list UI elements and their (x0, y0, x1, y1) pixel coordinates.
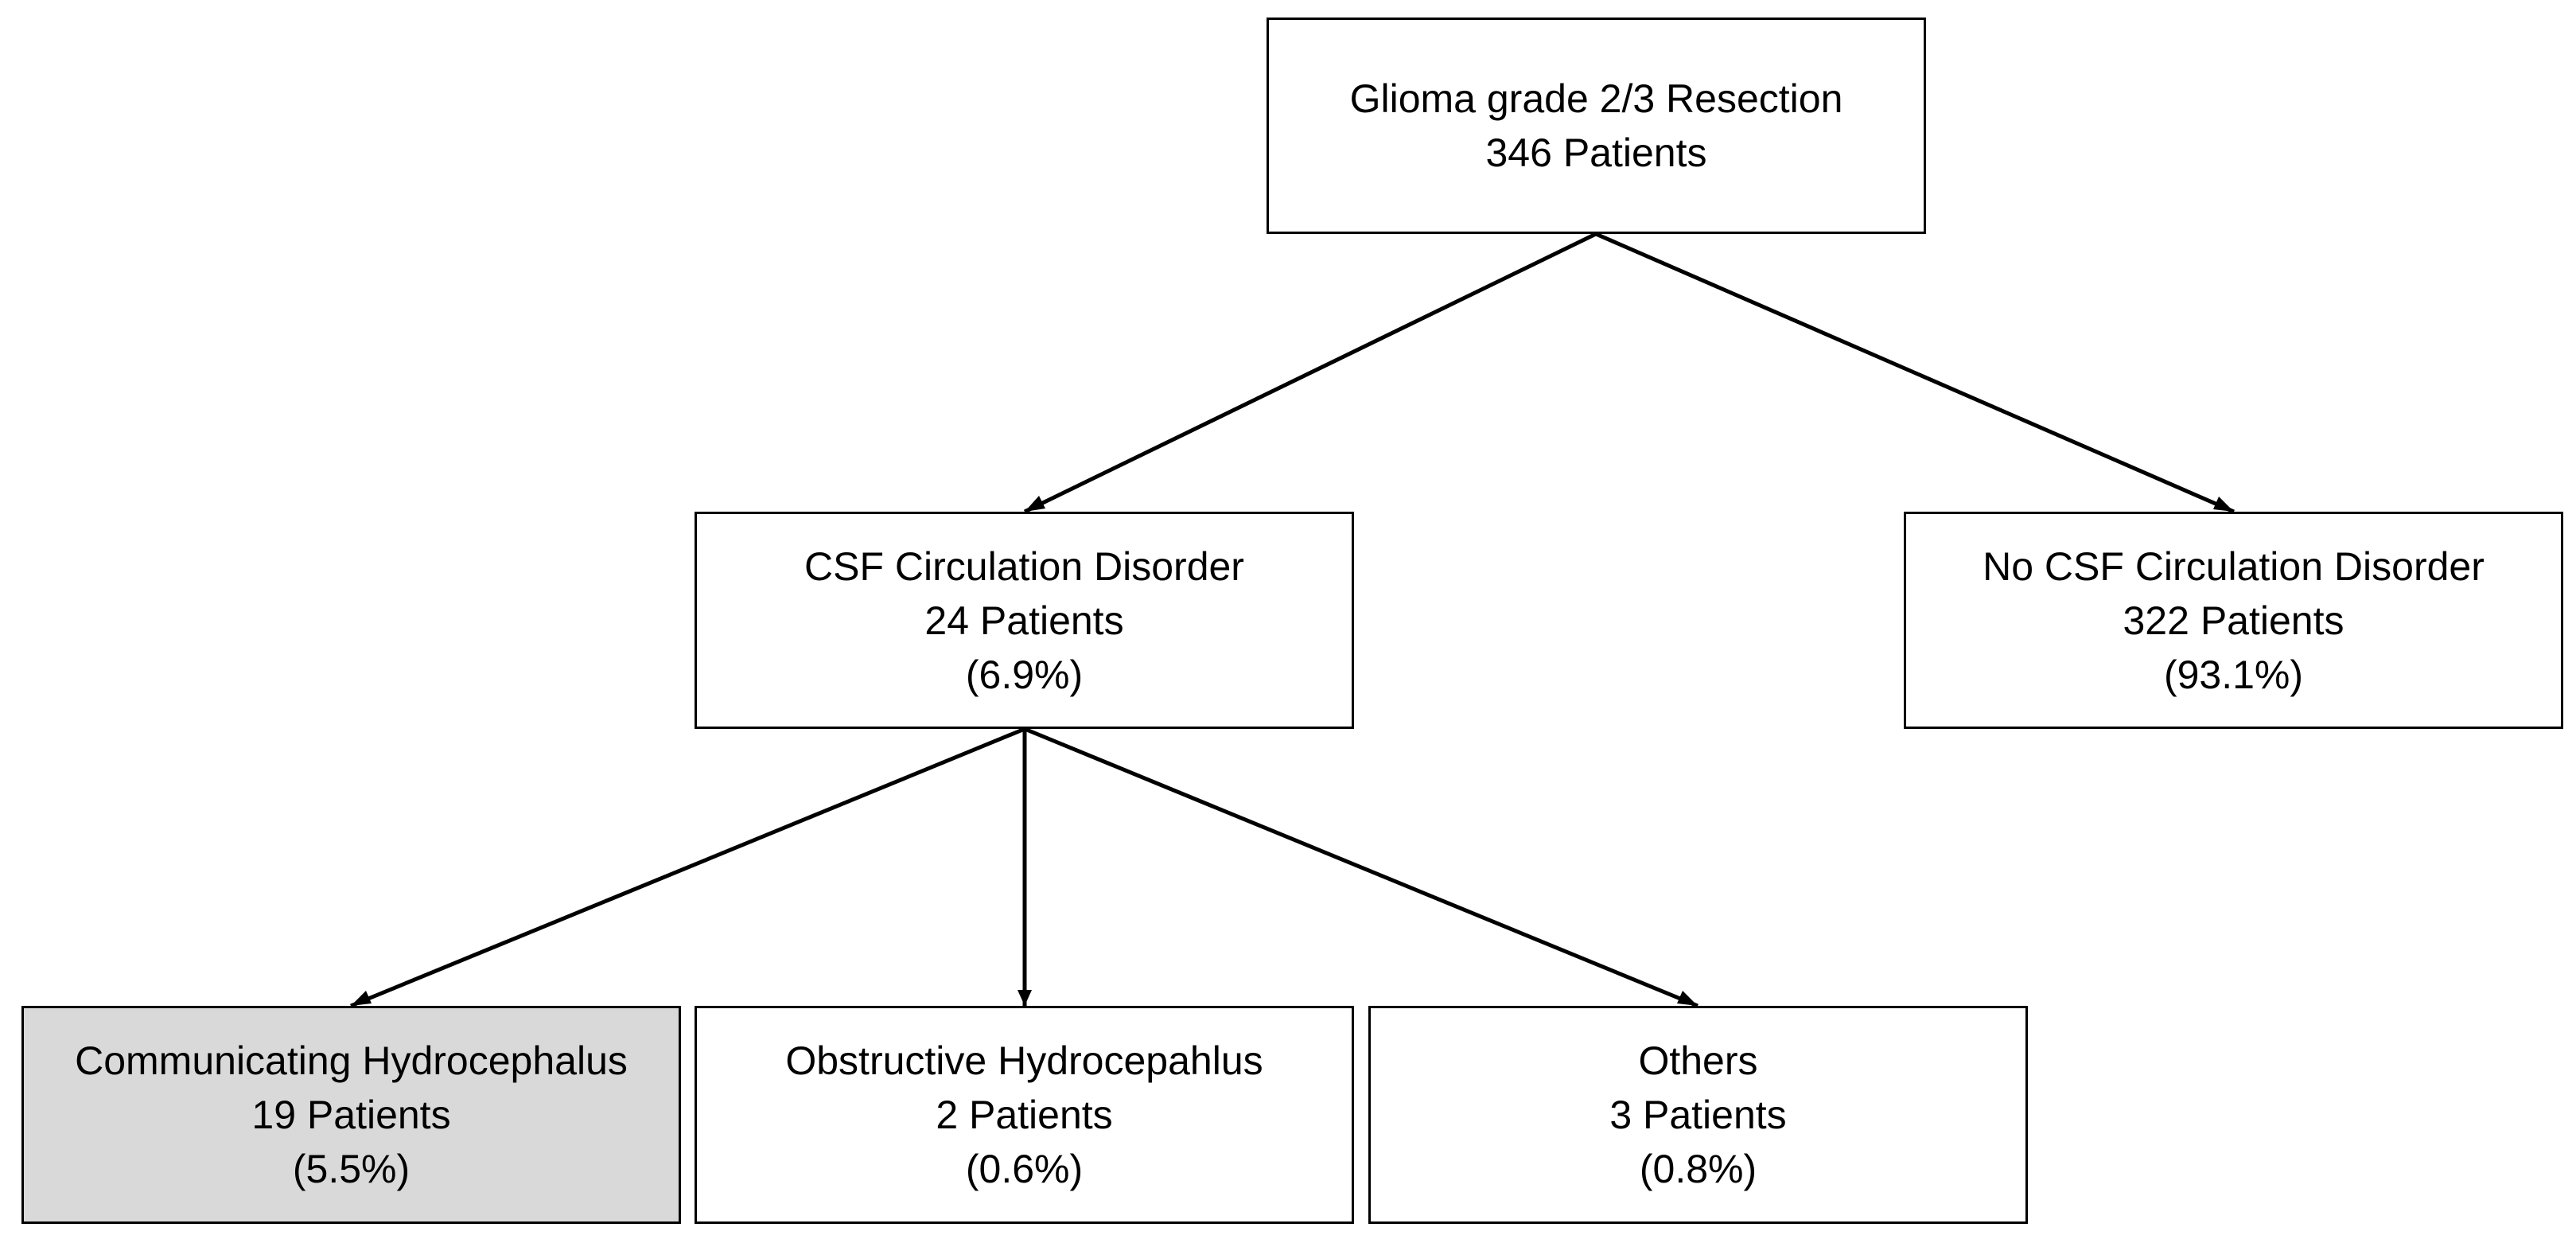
node-count: 24 Patients (924, 598, 1124, 643)
node-no-csf-circulation-disorder: No CSF Circulation Disorder 322 Patients… (1904, 512, 2563, 729)
node-count: 3 Patients (1609, 1093, 1787, 1137)
edge-root-to-no-csf (1595, 232, 2235, 514)
arrowhead-root-to-no-csf (2213, 497, 2234, 512)
node-title: Communicating Hydrocephalus (75, 1038, 628, 1083)
node-count: 19 Patients (251, 1093, 451, 1137)
node-percent: (93.1%) (2163, 652, 2304, 697)
node-title: CSF Circulation Disorder (804, 544, 1244, 589)
node-communicating-hydrocephalus: Communicating Hydrocephalus 19 Patients … (21, 1006, 681, 1224)
arrowhead-csf-to-communicating (351, 991, 372, 1006)
edge-root-to-csf (1023, 232, 1597, 514)
node-percent: (0.8%) (1639, 1147, 1757, 1191)
node-title: Others (1638, 1038, 1758, 1083)
edge-csf-to-communicating (350, 727, 1025, 1008)
node-title: Glioma grade 2/3 Resection (1349, 76, 1843, 121)
node-glioma-resection: Glioma grade 2/3 Resection 346 Patients (1267, 18, 1926, 234)
node-csf-circulation-disorder: CSF Circulation Disorder 24 Patients (6.… (695, 512, 1354, 729)
node-count: 346 Patients (1485, 131, 1707, 175)
node-count: 322 Patients (2123, 598, 2344, 643)
node-obstructive-hydrocephalus: Obstructive Hydrocepahlus 2 Patients (0.… (695, 1006, 1354, 1224)
arrowhead-csf-to-others (1677, 991, 1698, 1006)
node-percent: (0.6%) (965, 1147, 1084, 1191)
arrowhead-csf-to-obstructive (1018, 990, 1032, 1006)
node-title: No CSF Circulation Disorder (1983, 544, 2485, 589)
node-count: 2 Patients (936, 1093, 1113, 1137)
node-title: Obstructive Hydrocepahlus (785, 1038, 1263, 1083)
arrowhead-root-to-csf (1025, 496, 1045, 512)
node-percent: (5.5%) (292, 1147, 411, 1191)
node-percent: (6.9%) (965, 652, 1084, 697)
edge-csf-to-others (1024, 727, 1699, 1008)
node-others: Others 3 Patients (0.8%) (1368, 1006, 2028, 1224)
